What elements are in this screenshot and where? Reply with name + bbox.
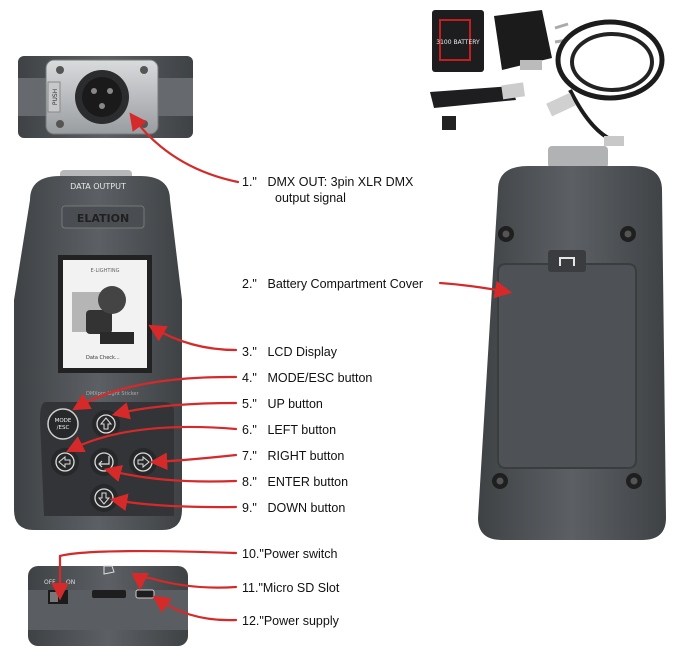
callout-label: ENTER button <box>267 475 349 489</box>
switch-on-label: ON <box>66 579 75 586</box>
battery-label: 3100 BATTERY <box>436 39 480 46</box>
data-output-label: DATA OUTPUT <box>70 182 126 191</box>
callout-number: 9." <box>242 501 257 515</box>
callout-arrows <box>51 112 513 622</box>
callout-label: Micro SD Slot <box>262 581 340 595</box>
device-rear <box>478 146 666 540</box>
callout-label: LEFT button <box>267 423 337 437</box>
callout-label: Power supply <box>263 614 339 628</box>
svg-text:/ESC: /ESC <box>57 425 70 431</box>
callout-1: 1." DMX OUT: 3pin XLR DMX output signal <box>242 174 413 206</box>
callout-label: RIGHT button <box>267 449 345 463</box>
callout-11: 11."Micro SD Slot <box>242 580 339 596</box>
callout-number: 11." <box>242 581 263 595</box>
callout-number: 7." <box>242 449 257 463</box>
down-button[interactable] <box>90 484 118 512</box>
callout-10: 10."Power switch <box>242 546 337 562</box>
mode-esc-button[interactable] <box>47 408 79 440</box>
svg-text:MODE: MODE <box>55 418 72 424</box>
callout-8: 8." ENTER button <box>242 474 348 490</box>
accessories: 3100 BATTERY <box>430 10 665 146</box>
device-bottom-view: OFF ON <box>28 565 188 646</box>
callout-7: 7." RIGHT button <box>242 448 344 464</box>
callout-label: Battery Compartment Cover <box>267 277 424 291</box>
callout-9: 9." DOWN button <box>242 500 345 516</box>
callout-label: DMX OUT: 3pin XLR DMX <box>267 175 414 189</box>
callout-number: 8." <box>242 475 257 489</box>
battery-cover[interactable] <box>497 263 637 469</box>
callout-label: MODE/ESC button <box>267 371 373 385</box>
micro-sd-slot[interactable] <box>92 590 126 598</box>
callout-label: LCD Display <box>267 345 337 359</box>
left-button[interactable] <box>51 448 79 476</box>
callout-label-line2: output signal <box>275 191 346 205</box>
brand-logo: ELATION <box>77 212 129 225</box>
screen-status: Data Check... <box>86 355 120 361</box>
callout-number: 2." <box>242 277 257 291</box>
callout-number: 12." <box>242 614 264 628</box>
callout-number: 3." <box>242 345 257 359</box>
callout-2: 2." Battery Compartment Cover <box>242 276 423 292</box>
callout-label: Power switch <box>263 547 338 561</box>
xlr-top-view: PUSH <box>18 56 193 138</box>
model-caption: DMXpro Light Sticker <box>86 391 139 397</box>
right-button[interactable] <box>129 448 157 476</box>
callout-number: 5." <box>242 397 257 411</box>
moving-head-icon <box>72 286 134 344</box>
screen-title: E-LIGHTING <box>90 268 119 274</box>
callout-number: 6." <box>242 423 257 437</box>
power-supply-port[interactable] <box>135 589 155 599</box>
callout-5: 5." UP button <box>242 396 323 412</box>
callout-6: 6." LEFT button <box>242 422 336 438</box>
device-front: DATA OUTPUT ELATION E-LIGHTING Data Chec… <box>14 170 182 530</box>
callout-4: 4." MODE/ESC button <box>242 370 372 386</box>
callout-number: 1." <box>242 175 257 189</box>
callout-number: 10." <box>242 547 264 561</box>
callout-label: UP button <box>267 397 323 411</box>
switch-off-label: OFF <box>44 579 56 586</box>
callout-label: DOWN button <box>267 501 346 515</box>
callout-3: 3." LCD Display <box>242 344 337 360</box>
callout-number: 4." <box>242 371 257 385</box>
callout-12: 12."Power supply <box>242 613 339 629</box>
xlr-push-label: PUSH <box>52 89 59 105</box>
